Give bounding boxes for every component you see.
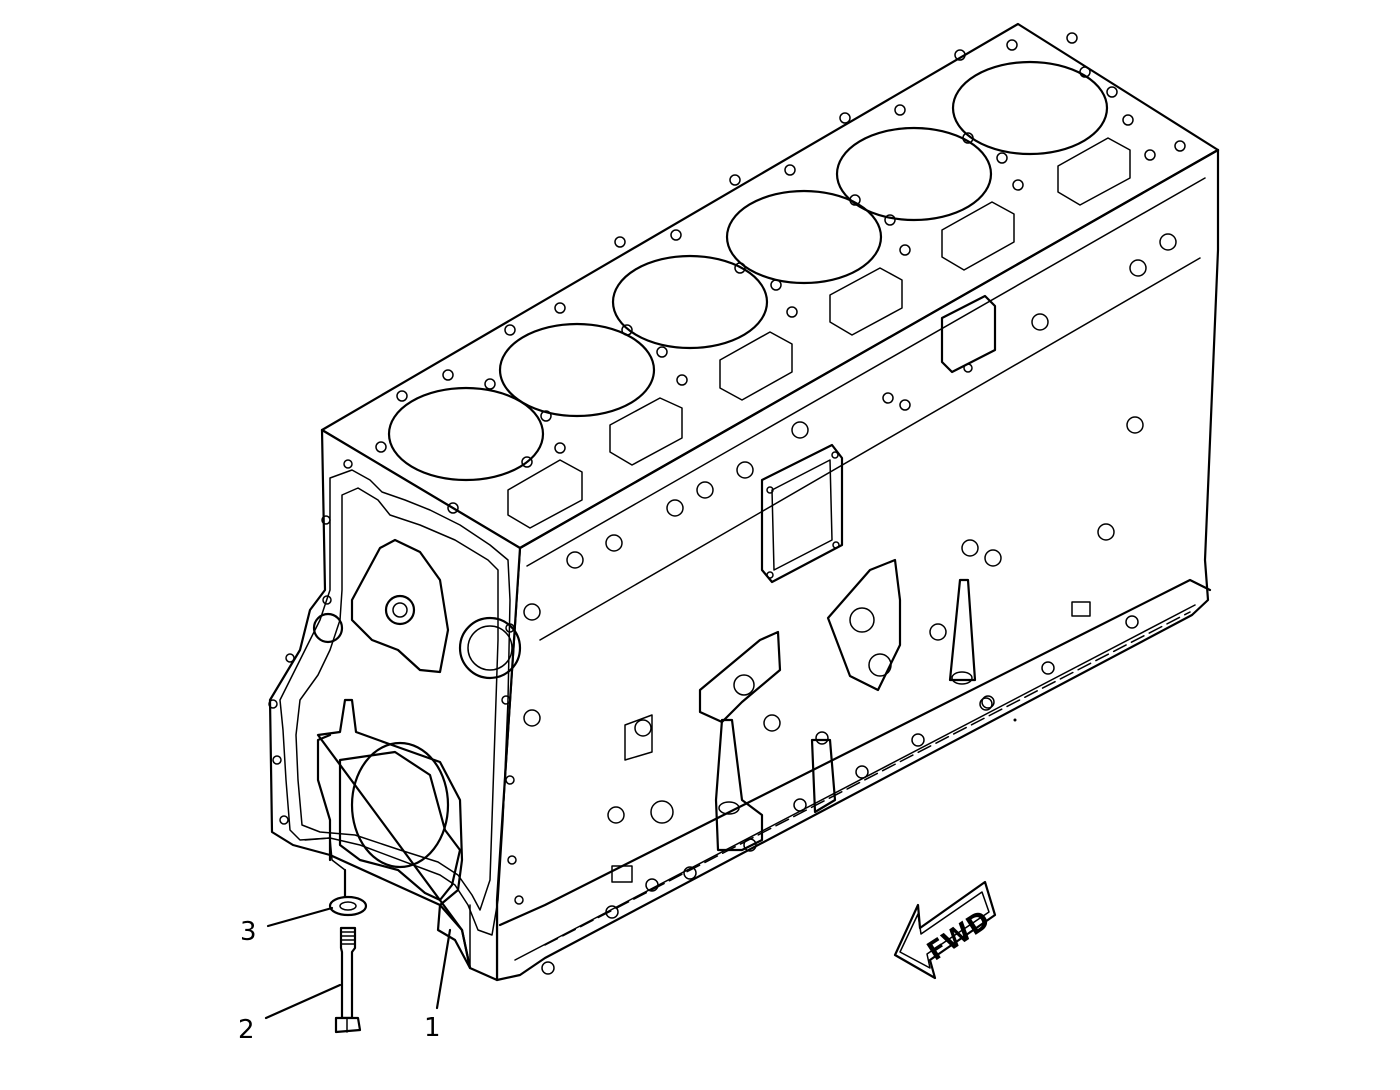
oil-pan-rail bbox=[498, 578, 1212, 927]
callout-1: 1 bbox=[424, 1013, 441, 1043]
mark-dot bbox=[1013, 718, 1017, 722]
washer bbox=[328, 895, 368, 917]
bolt-and-washer bbox=[328, 868, 368, 1034]
side-inspection-cover bbox=[760, 443, 844, 584]
tube-bosses bbox=[714, 578, 977, 852]
leader-1 bbox=[435, 928, 452, 1010]
head-bolt-holes bbox=[375, 32, 1186, 514]
mounting-pads bbox=[624, 558, 902, 761]
callout-3: 3 bbox=[240, 917, 257, 947]
cylinder-block bbox=[268, 22, 1220, 982]
fwd-arrow: FWD bbox=[893, 880, 997, 980]
cylinder-bores bbox=[387, 60, 1109, 482]
fwd-arrow-outline bbox=[893, 880, 997, 980]
front-face-features bbox=[312, 538, 522, 680]
callout-2: 2 bbox=[238, 1015, 255, 1045]
leader-3 bbox=[266, 906, 334, 928]
bolt bbox=[334, 926, 362, 1034]
deck-coolant-pockets bbox=[507, 137, 1131, 529]
front-gasket bbox=[268, 459, 524, 936]
side-bosses bbox=[523, 233, 1177, 824]
pan-rail-bosses bbox=[541, 601, 1139, 975]
callouts: 3 2 1 bbox=[238, 906, 452, 1045]
upper-cover-plate bbox=[882, 294, 997, 411]
leader-2 bbox=[264, 983, 342, 1020]
main-bearing-area bbox=[304, 698, 472, 970]
